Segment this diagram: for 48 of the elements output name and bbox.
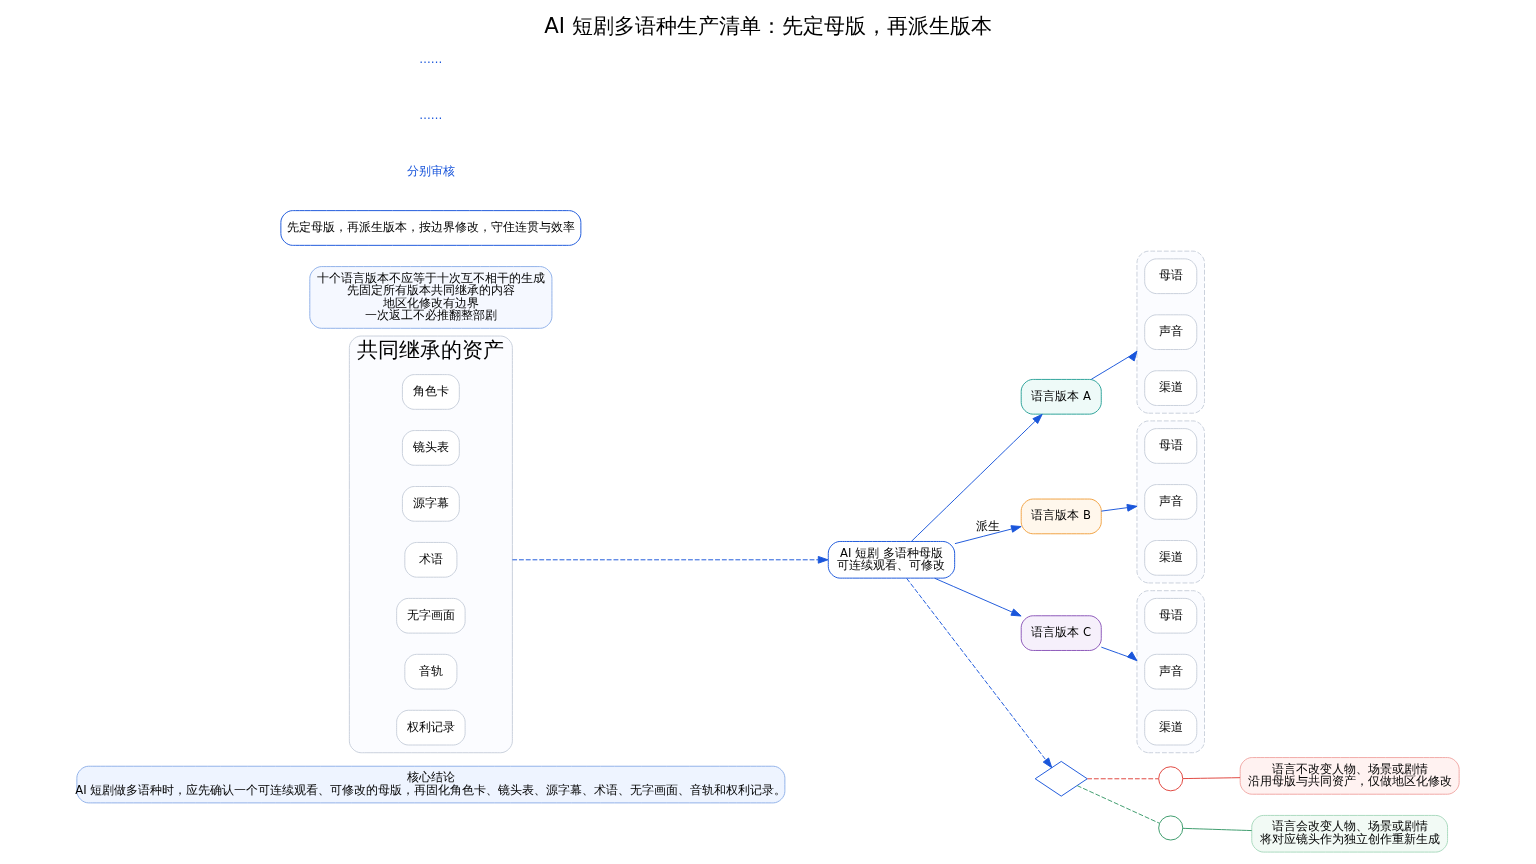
node-box: 源字幕 bbox=[401, 486, 460, 522]
arrow bbox=[910, 413, 1043, 542]
node-box: AI 短剧 多语种母版 可连续观看、可修改 bbox=[827, 541, 956, 579]
node-diamond bbox=[1034, 760, 1088, 797]
node-box: 渠道 bbox=[1144, 370, 1198, 406]
node-box: 十个语言版本不应等于十次互不相干的生成 先固定所有版本共同继承的内容 地区化修改有边界 一次返工不必推翻整部剧 bbox=[309, 266, 553, 329]
cluster bbox=[1136, 250, 1205, 414]
diagram-title: AI 短剧多语种生产清单：先定母版，再派生版本 bbox=[544, 12, 992, 38]
node-box: 镜头表 bbox=[401, 430, 460, 466]
connector bbox=[1086, 778, 1159, 780]
arrow bbox=[906, 578, 1053, 769]
node-box: 渠道 bbox=[1144, 540, 1198, 576]
node-box: 母语 bbox=[1144, 428, 1198, 464]
node-box: 语言版本 C bbox=[1020, 615, 1102, 651]
node-box: 母语 bbox=[1144, 258, 1198, 295]
node-box: 权利记录 bbox=[396, 709, 466, 746]
connector bbox=[1182, 777, 1241, 780]
label: …… bbox=[419, 108, 443, 123]
connector bbox=[1076, 785, 1160, 824]
arrow bbox=[934, 577, 1022, 617]
node-box: 音轨 bbox=[404, 653, 458, 690]
arrow bbox=[1100, 504, 1138, 512]
node-box: 角色卡 bbox=[401, 374, 460, 410]
node-box: 声音 bbox=[1144, 484, 1198, 520]
node-box: 语言不改变人物、场景或剧情 沿用母版与共同资产，仅做地区化修改 bbox=[1239, 757, 1460, 795]
edge-label: 派生 bbox=[975, 519, 1000, 534]
node-box: 声音 bbox=[1144, 314, 1198, 350]
cluster bbox=[1136, 590, 1205, 754]
arrow bbox=[511, 555, 829, 564]
node-box: 渠道 bbox=[1144, 709, 1198, 746]
node-box: 语言会改变人物、场景或剧情 将对应镜头作为独立创作重新生成 bbox=[1251, 814, 1449, 853]
node-circle bbox=[1158, 815, 1184, 841]
node-box: 核心结论 AI 短剧做多语种时，应先确认一个可连续观看、可修改的母版，再固化角色卡、镜头表、源字幕、术语、无字画面、音轨和权利记录。 bbox=[76, 765, 786, 804]
node-box: 术语 bbox=[404, 541, 458, 578]
node-box: 语言版本 A bbox=[1020, 378, 1102, 415]
arrow bbox=[1100, 646, 1138, 662]
label: …… bbox=[419, 52, 443, 67]
node-box: 语言版本 B bbox=[1020, 498, 1102, 535]
connector bbox=[1182, 827, 1253, 832]
node-box: 声音 bbox=[1144, 653, 1198, 690]
node-box: 先定母版，再派生版本，按边界修改，守住连贯与效率 bbox=[280, 210, 582, 246]
node-box: 母语 bbox=[1144, 597, 1198, 634]
label: 分别审核 bbox=[406, 164, 455, 179]
node-circle bbox=[1158, 766, 1184, 792]
node-box: 无字画面 bbox=[396, 597, 466, 634]
arrow bbox=[1090, 350, 1138, 380]
cluster bbox=[1136, 420, 1205, 584]
arrow bbox=[954, 525, 1022, 545]
